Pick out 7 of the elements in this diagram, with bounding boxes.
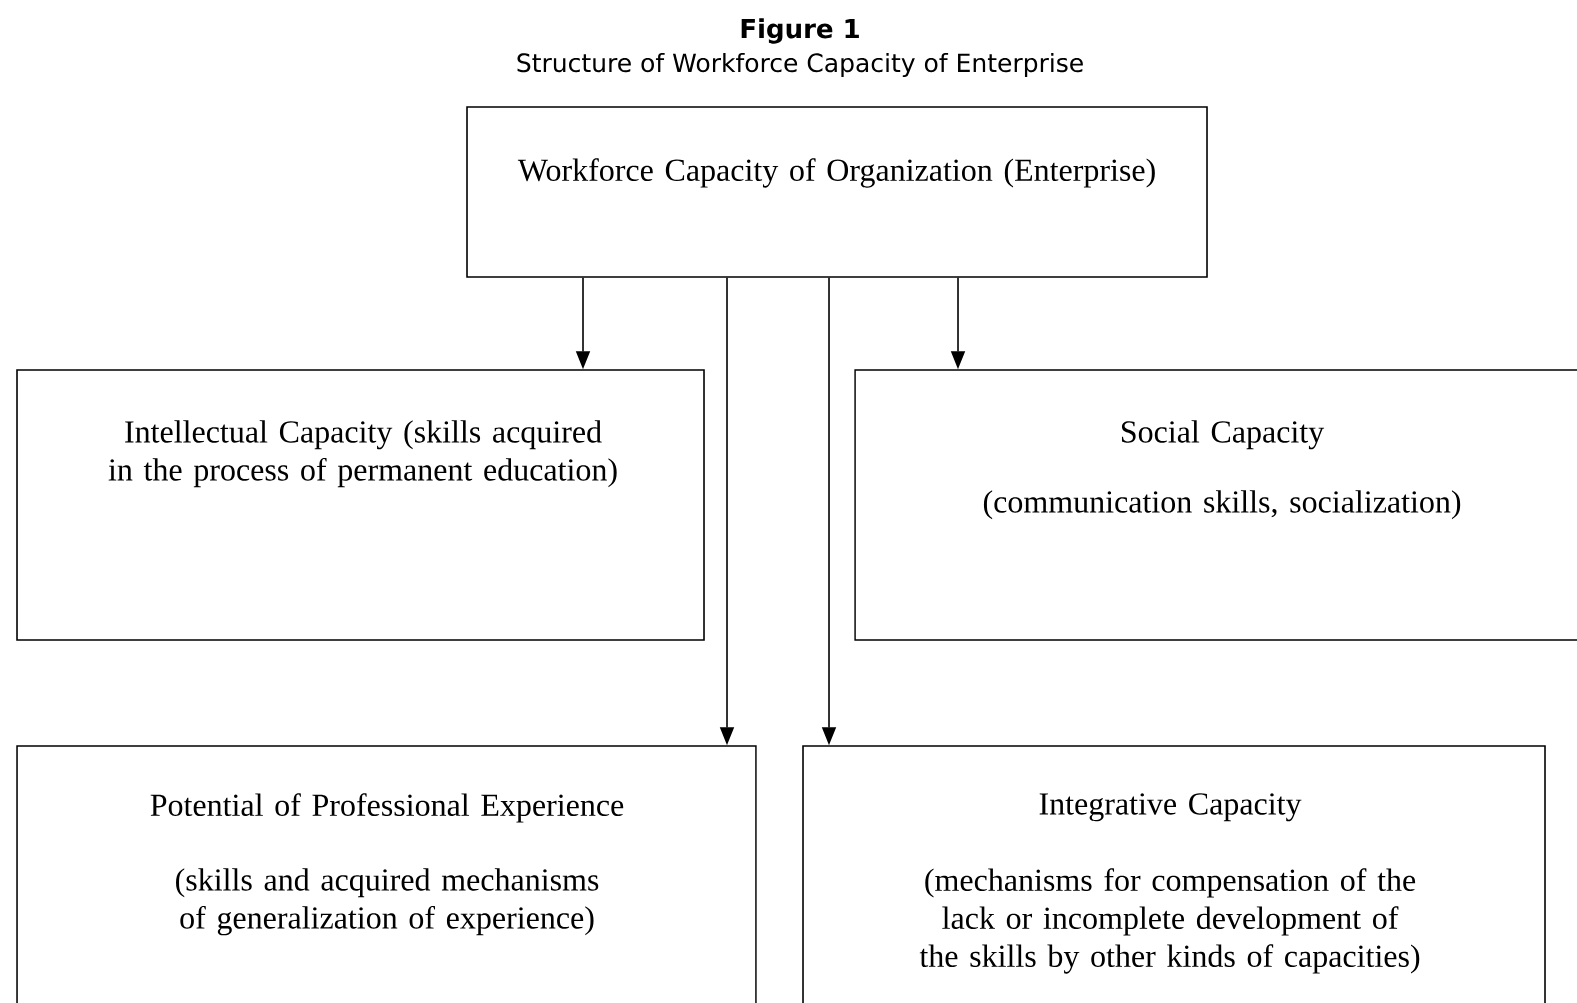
text-box: Potential of Professional Experience (skills and acquired mechanisms of generalization of experience): [16, 745, 757, 1003]
text-box: Integrative Capacity (mechanisms for compensation of the lack or incomplete development of the skills by other kinds of capacities): [802, 745, 1546, 1003]
text-box: Workforce Capacity of Organization (Enterprise): [466, 106, 1208, 278]
text-box: Intellectual Capacity (skills acquired in the process of permanent education): [16, 369, 705, 641]
text-box: Social Capacity (communication skills, socialization): [854, 369, 1577, 641]
figure-title: Figure 1: [741, 18, 859, 44]
figure-caption: Structure of Workforce Capacity of Enterprise: [517, 52, 1083, 78]
